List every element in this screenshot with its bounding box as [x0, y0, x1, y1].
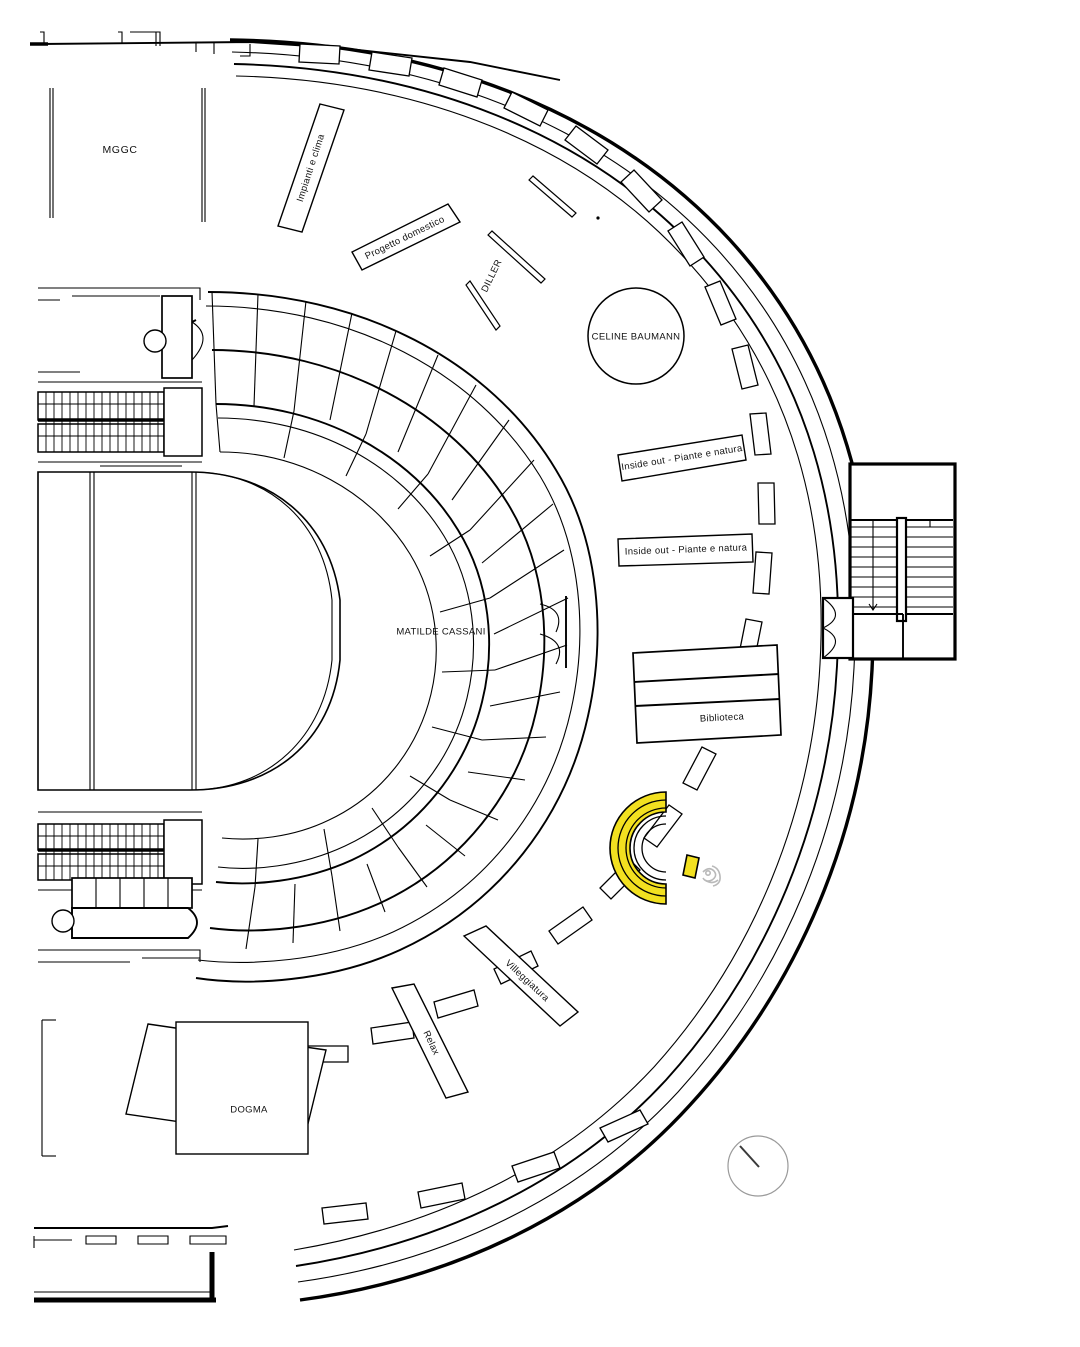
label-diller: DILLER — [479, 258, 504, 294]
diller-bars — [465, 175, 600, 331]
upper-left-stair-bank — [37, 371, 203, 467]
north-indicator — [727, 1135, 789, 1197]
inside-out-block-1 — [617, 434, 747, 482]
mggc-area — [49, 88, 206, 222]
label-inside-out-2: Inside out - Piante e natura — [625, 542, 748, 557]
dogma-block — [125, 1021, 327, 1155]
bowl-door-symbols — [539, 596, 567, 668]
label-progetto-domestico: Progetto domestico — [363, 214, 446, 262]
lower-left-seat-row — [38, 877, 201, 963]
bottom-left-walls — [33, 1019, 229, 1303]
perimeter-buttresses-lower — [321, 1109, 649, 1225]
right-stair-core — [848, 462, 957, 661]
label-dogma: DOGMA — [230, 1105, 268, 1116]
perimeter-buttresses — [298, 43, 776, 1063]
label-mggc: MGGC — [102, 144, 137, 156]
point-marker — [596, 216, 600, 220]
label-biblioteca: Biblioteca — [700, 711, 745, 724]
celine-baumann-room — [587, 287, 685, 385]
label-matilde-cassani: MATILDE CASSANI — [396, 627, 485, 638]
villeggiatura-block — [462, 925, 580, 1027]
label-celine-baumann: CELINE BAUMANN — [592, 332, 681, 343]
human-scale-figure — [702, 865, 721, 887]
yellow-podium — [682, 854, 700, 879]
biblioteca-block — [632, 644, 782, 744]
yellow-amphitheatre — [609, 791, 667, 905]
progetto-domestico-block — [351, 203, 462, 271]
stair-core-connector — [821, 596, 855, 660]
central-field — [37, 471, 341, 791]
tiered-seating-bowl — [195, 291, 599, 983]
upper-left-vestibule — [38, 287, 204, 379]
relax-block — [390, 983, 470, 1099]
impianti-e-clima-block — [277, 103, 345, 233]
inside-out-block-2 — [617, 533, 754, 567]
